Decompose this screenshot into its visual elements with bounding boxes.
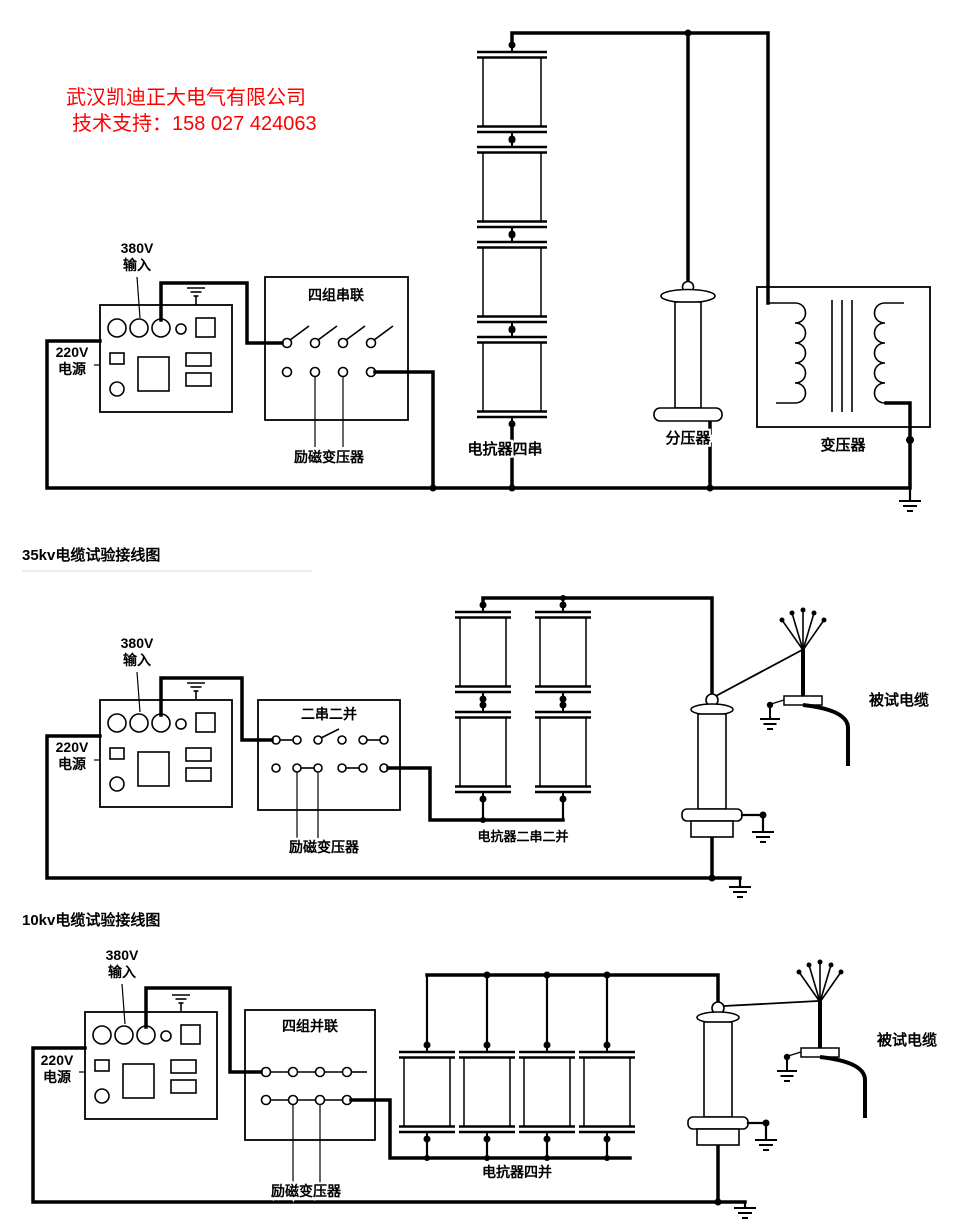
switch-box-4parallel: [244, 1009, 376, 1183]
switch-box-4series: [264, 276, 409, 447]
cable-label: 被试电缆: [877, 1031, 937, 1049]
diagram-10kv-test: 380V 输入 220V 电源 四组并联 励磁变压器: [31, 945, 939, 1219]
support-phone: 技术支持：158 027 424063: [72, 112, 317, 135]
switch-box-2s2p: [257, 699, 401, 838]
label-220v-2: 电源: [58, 361, 86, 377]
divider-to-cable-wire: [723, 1000, 819, 1007]
reactor-stack-4series: [475, 40, 549, 429]
cable-under-test: [775, 957, 867, 1120]
transformer: [756, 286, 931, 428]
hv-top-wire: [425, 973, 720, 1003]
cable-label: 被试电缆: [869, 691, 929, 709]
divider-label: 分压器: [665, 430, 711, 447]
divider-to-cable-wire: [713, 649, 803, 698]
voltage-divider: [687, 1001, 749, 1146]
console-to-switch-wire: [159, 676, 274, 742]
console-to-switch-wire: [144, 986, 263, 1074]
label-380v: 380V: [121, 635, 154, 651]
label-380v-2: 输入: [108, 964, 136, 980]
excitation-transformer-label: 励磁变压器: [271, 1183, 342, 1199]
company-name: 武汉凯迪正大电气有限公司: [66, 86, 306, 109]
ground-icon: [746, 1119, 778, 1151]
hv-top-wire: [481, 596, 714, 697]
reactor-label: 电抗器四并: [482, 1164, 552, 1180]
label-380v-2: 输入: [123, 652, 151, 668]
control-console: [94, 671, 233, 808]
label-220v: 220V: [56, 344, 89, 360]
console-ground-icon: [186, 682, 206, 701]
excitation-transformer-label: 励磁变压器: [294, 449, 365, 465]
switch-box-title: 二串二并: [301, 706, 357, 722]
switch-output-wire: [386, 766, 565, 822]
section-title-10kv: 10kv电缆试验接线图: [22, 911, 160, 929]
diagram-35kv-test: 380V 输入 220V 电源 二串二并 励磁变压器: [45, 595, 931, 898]
return-wire: [31, 1046, 747, 1204]
reactor-bank-2s2p: [453, 600, 593, 804]
control-console: [94, 276, 233, 413]
control-console: [79, 983, 218, 1120]
switch-box-title: 四组并联: [282, 1018, 339, 1034]
return-wire: [45, 339, 912, 490]
label-380v: 380V: [121, 240, 154, 256]
ground-icon: [733, 1200, 757, 1219]
console-ground-icon: [171, 994, 191, 1013]
section-title-35kv: 35kv电缆试验接线图: [22, 546, 160, 564]
return-wire: [45, 734, 742, 880]
cable-under-test: [758, 605, 850, 768]
console-ground-icon: [186, 287, 206, 306]
transformer-label: 变压器: [820, 436, 866, 454]
switch-box-title: 四组串联: [308, 287, 365, 303]
console-to-switch-wire: [159, 281, 284, 345]
label-220v: 220V: [56, 739, 89, 755]
voltage-divider: [681, 693, 743, 838]
diagram-66kv-test: 380V 输入 220V 电源 四组串联 励磁变压器 电抗器四串: [45, 29, 931, 512]
reactor-label: 电抗器二串二并: [477, 829, 568, 844]
hv-top-wire: [510, 31, 770, 305]
label-220v-2: 电源: [43, 1069, 71, 1085]
label-380v-2: 输入: [123, 257, 151, 273]
reactor-bank-4parallel: [397, 1040, 637, 1144]
label-220v: 220V: [41, 1052, 74, 1068]
label-380v: 380V: [106, 947, 139, 963]
switch-output-wire: [349, 1098, 632, 1160]
ground-icon: [740, 811, 775, 843]
switch-output-wire: [373, 370, 435, 490]
voltage-divider: [653, 280, 723, 422]
label-220v-2: 电源: [58, 756, 86, 772]
reactor-label: 电抗器四串: [467, 440, 542, 458]
excitation-transformer-label: 励磁变压器: [289, 839, 360, 855]
ground-icon: [898, 486, 922, 512]
ground-icon: [728, 876, 752, 898]
